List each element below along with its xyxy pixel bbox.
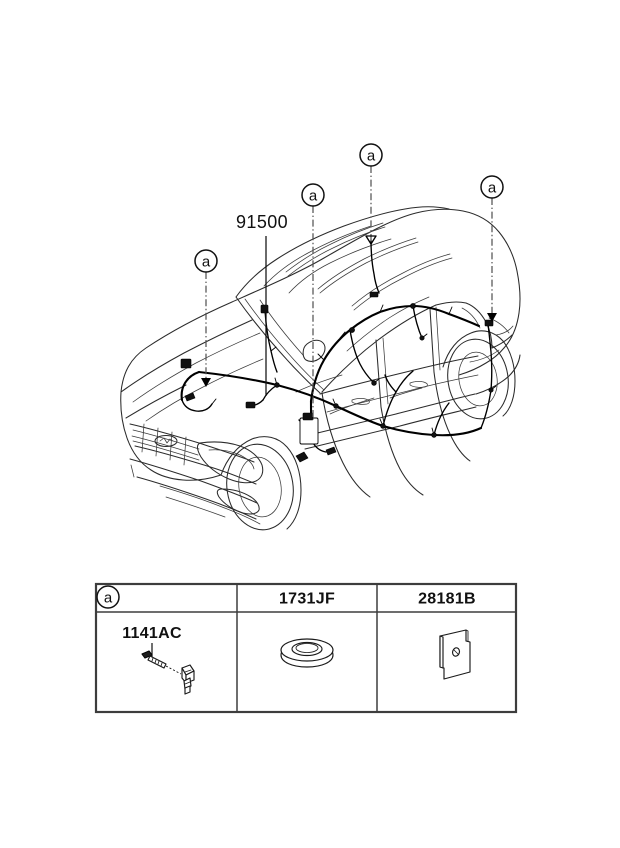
callout-label: a xyxy=(202,254,211,271)
callout-arrowhead xyxy=(365,235,377,245)
part-number-label: 91500 xyxy=(236,212,288,232)
callout-rear-quarter[interactable]: a xyxy=(480,175,504,322)
legend-table-border xyxy=(94,582,518,714)
callout-label: a xyxy=(309,188,318,205)
callout-circle xyxy=(480,175,504,199)
legend-header-28181b: 28181B xyxy=(418,591,476,608)
callout-cowl-upper[interactable]: a xyxy=(301,183,325,420)
vehicle-front-bumper xyxy=(129,458,261,525)
vehicle-side-mirror xyxy=(302,339,326,362)
legend-part-label-1141ac: 1141AC xyxy=(122,625,182,642)
vehicle-door-lines xyxy=(300,355,479,498)
callout-label: a xyxy=(488,180,497,197)
vehicle-headlight xyxy=(196,441,264,484)
vehicle-front-wheel xyxy=(220,436,302,531)
callout-arrowhead xyxy=(201,378,211,387)
callout-circle xyxy=(194,249,218,273)
vehicle-rear-wheel xyxy=(442,330,516,420)
bracket-plate-icon xyxy=(439,629,471,680)
vehicle-illustration xyxy=(120,206,521,531)
part-number-91500: 91500 xyxy=(236,212,288,396)
callout-circle xyxy=(301,183,325,207)
vehicle-front-grille xyxy=(129,423,257,485)
vehicle-hood xyxy=(120,319,264,422)
callout-front-left[interactable]: a xyxy=(194,249,218,387)
legend-table: a 1141AC xyxy=(94,582,518,714)
vehicle-side-windows xyxy=(321,296,493,408)
legend-header-callout-circle xyxy=(96,585,120,609)
legend-header-callout-label: a xyxy=(104,590,113,607)
legend-column-3[interactable]: 28181B xyxy=(418,591,476,680)
callout-roof-center[interactable]: a xyxy=(359,143,383,245)
callout-label: a xyxy=(367,148,376,165)
vehicle-roof xyxy=(235,206,453,311)
legend-column-1[interactable]: a 1141AC xyxy=(96,585,195,695)
legend-column-2[interactable]: 1731JF xyxy=(279,591,335,668)
legend-header-1731jf: 1731JF xyxy=(279,591,335,608)
grommet-icon xyxy=(280,638,334,668)
harness-connectors xyxy=(180,291,494,463)
wiring-harness-91500 xyxy=(180,239,497,463)
callout-arrowhead xyxy=(487,313,497,322)
callout-circle xyxy=(359,143,383,167)
bolt-and-clip-icon xyxy=(141,643,195,695)
